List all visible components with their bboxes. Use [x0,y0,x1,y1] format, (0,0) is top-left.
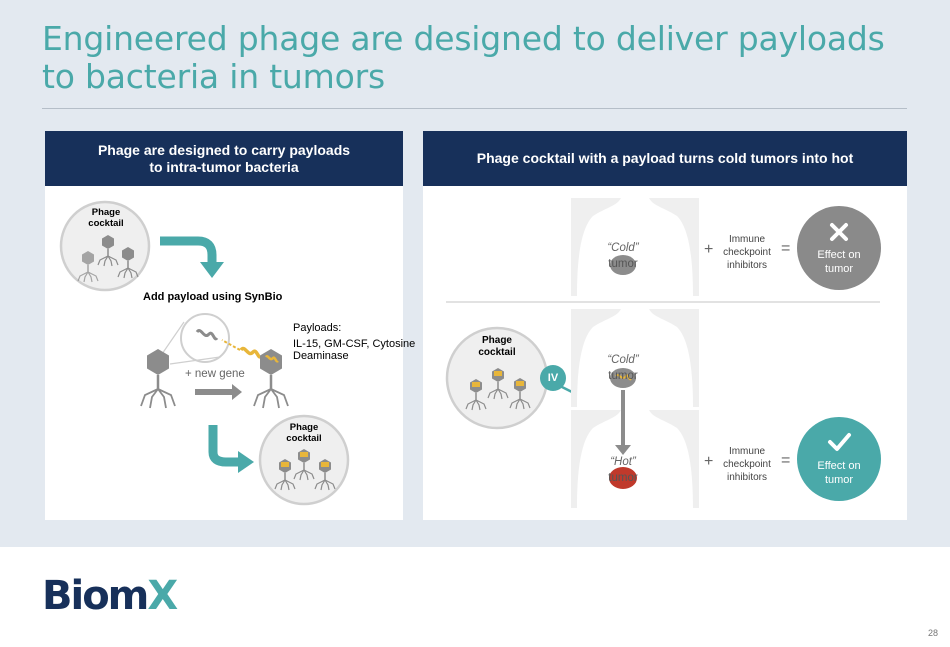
right-header-text: Phage cocktail with a payload turns cold… [476,150,854,166]
right-panel-header: Phage cocktail with a payload turns cold… [423,131,907,186]
effect-bottom-line2: tumor [824,474,854,486]
slide-title: Engineered phage are designed to deliver… [42,19,885,96]
phage-modified [252,347,290,410]
gray-arrow [195,384,242,400]
bottom-phage-cocktail [258,414,350,506]
hot-label-line1: “Hot” [610,456,636,468]
left-header-line2: to intra-tumor bacteria [149,158,299,175]
page-number: 28 [927,628,938,638]
inhibitors-top-line2: checkpoint [723,247,771,258]
equals-top: = [781,240,791,257]
left-panel-header: Phage are designed to carry payloads to … [45,131,403,186]
payloads-title: Payloads: [293,322,342,334]
plus-top: + [704,241,714,258]
x-icon [830,223,848,241]
cold-tumor-top [610,255,636,275]
effect-circle-positive [797,417,881,501]
left-header-line1: Phage are designed to carry payloads [97,141,351,158]
plus-bottom: + [704,453,714,470]
equals-bottom: = [781,452,791,469]
logo-accent-text: X [147,573,178,619]
cold-label-middle-line2: tumor [608,370,638,382]
teal-arrow-bottom [208,425,240,467]
check-icon [828,433,851,451]
effect-circle-negative [797,206,881,290]
inhibitors-bottom-line1: Immune [728,446,766,457]
inhibitors-top-line1: Immune [728,234,766,245]
add-payload-label: Add payload using SynBio [143,291,283,303]
hot-label-line2: tumor [608,472,638,484]
hot-tumor [609,467,637,489]
iv-label: IV [547,372,559,384]
title-divider [42,108,907,109]
top-cocktail-label: Phage cocktail [88,207,124,229]
effect-bottom-line1: Effect on [817,460,861,472]
inhibitors-top-line3: inhibitors [726,260,768,271]
gene-zoom-circle [161,313,230,365]
biomx-logo: BiomX [42,573,178,619]
inhibitors-bottom-line3: inhibitors [726,472,768,483]
phage-unmodified [139,347,177,410]
logo-main-text: Biom [42,573,149,619]
new-gene-label: + new gene [185,368,245,380]
effect-top-line1: Effect on [817,249,861,261]
payload-gene-icon [221,339,263,359]
iv-badge [540,365,566,391]
teal-arrow-top [160,236,217,264]
payloads-line2: Deaminase [293,350,349,362]
top-phage-cocktail [59,200,151,292]
cold-label-middle-line1: “Cold” [607,354,639,366]
cold-label-top-line2: tumor [608,258,638,270]
bottom-cocktail-label: Phage cocktail [286,422,322,444]
right-cocktail-label: Phage cocktail [478,335,516,358]
inhibitors-bottom-line2: checkpoint [723,459,771,470]
cold-label-top-line1: “Cold” [607,242,639,254]
payloads-line1: IL-15, GM-CSF, Cytosine [293,338,416,350]
effect-top-line2: tumor [824,263,854,275]
